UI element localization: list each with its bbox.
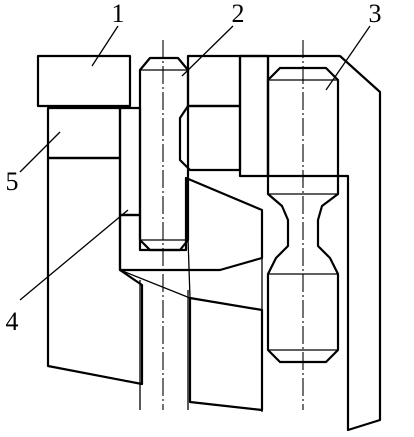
part-3-pin <box>261 66 340 412</box>
part-2-pin <box>138 56 190 410</box>
callout-1: 1 <box>112 0 125 28</box>
callout-4: 4 <box>6 307 19 336</box>
callout-2: 2 <box>232 0 245 28</box>
callout-3: 3 <box>369 0 382 28</box>
callout-5: 5 <box>6 167 19 196</box>
part-4-insert <box>118 106 142 217</box>
base-body-lower <box>188 296 264 412</box>
center-lines <box>162 40 304 410</box>
leader-lines <box>19 25 371 301</box>
